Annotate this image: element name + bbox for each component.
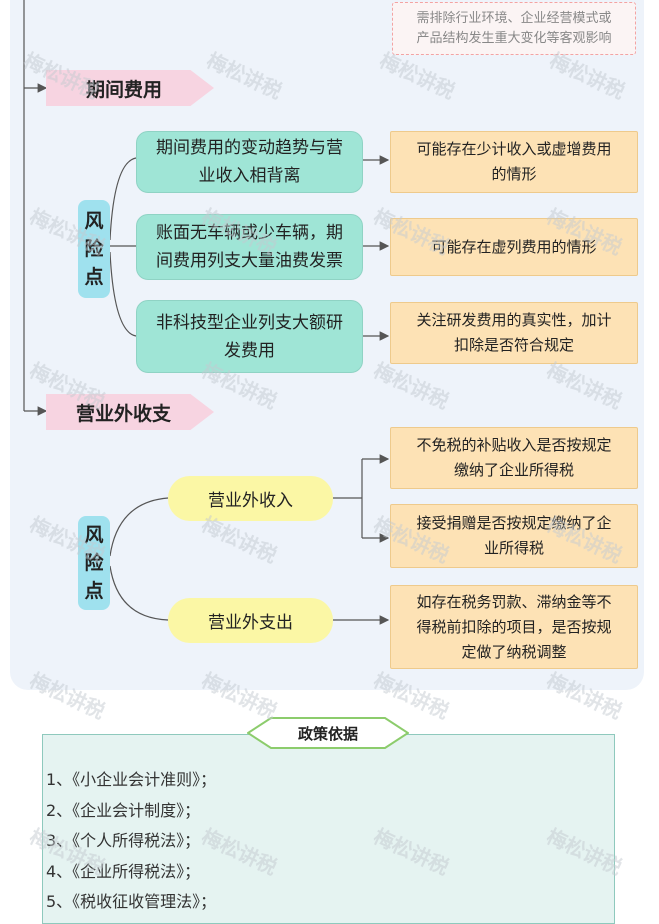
risk-note-line: 扣除是否符合规定: [453, 336, 574, 354]
policy-item: 5、《税收征收管理法》；: [46, 892, 217, 911]
section-header-non-operating: 营业外收支: [46, 394, 214, 430]
non-operating-expense-label: 营业外支出: [208, 613, 293, 633]
top-note-line2: 产品结构发生重大变化等客观影响: [416, 30, 612, 46]
policy-item: 1、《小企业会计准则》；: [46, 770, 217, 789]
risk-item-line: 间费用列支大量油费发票: [156, 251, 343, 271]
risk-label-char: 点: [84, 580, 104, 602]
risk-item: 期间费用的变动趋势与营 业收入相背离: [136, 131, 363, 193]
non-operating-expense: 营业外支出: [168, 598, 333, 643]
risk-item-line: 非科技型企业列支大额研: [156, 312, 343, 333]
income-note-line: 不免税的补贴收入是否按规定: [416, 436, 612, 454]
expense-note-line: 如存在税务罚款、滞纳金等不: [416, 592, 612, 611]
risk-label-char: 点: [84, 266, 104, 288]
policy-item: 2、《企业会计制度》；: [46, 800, 201, 820]
risk-item-line: 期间费用的变动趋势与营: [156, 138, 343, 158]
policy-list: 1、《小企业会计准则》； 2、《企业会计制度》； 3、《个人所得税法》； 4、《…: [46, 765, 216, 918]
section-header-period-expense: 期间费用: [46, 70, 214, 106]
section-header-label: 期间费用: [86, 78, 163, 101]
income-note-line: 缴纳了企业所得税: [453, 461, 574, 479]
risk-item-line: 发费用: [224, 340, 275, 361]
policy-item: 3、《个人所得税法》；: [46, 831, 201, 850]
risk-note-line: 关注研发费用的真实性，加计: [416, 311, 612, 329]
risk-item: 非科技型企业列支大额研 发费用: [136, 300, 363, 373]
income-note-line: 接受捐赠是否按规定缴纳了企: [416, 514, 612, 532]
risk-item: 账面无车辆或少车辆，期 间费用列支大量油费发票: [136, 214, 363, 280]
policy-title: 政策依据: [297, 724, 358, 743]
section-header-label: 营业外收支: [76, 402, 172, 425]
risk-note: 关注研发费用的真实性，加计 扣除是否符合规定: [390, 302, 638, 364]
risk-note-line: 可能存在虚列费用的情形: [431, 237, 597, 256]
risk-note: 可能存在少计收入或虚增费用 的情形: [390, 131, 638, 193]
risk-note: 可能存在虚列费用的情形: [390, 218, 638, 276]
expense-note-line: 定做了纳税调整: [461, 642, 567, 661]
expense-note-line: 得税前扣除的项目，是否按规: [416, 617, 612, 636]
risk-point-label: 风 险 点: [78, 200, 110, 298]
non-operating-income: 营业外收入: [168, 476, 333, 521]
risk-note-line: 的情形: [491, 165, 537, 183]
risk-label-char: 风: [84, 210, 104, 232]
income-note-line: 业所得税: [483, 539, 544, 557]
policy-title-badge: 政策依据: [247, 716, 409, 750]
risk-label-char: 险: [84, 552, 104, 574]
risk-point-label: 风 险 点: [78, 516, 110, 610]
top-note-line1: 需排除行业环境、企业经营模式或: [416, 10, 612, 26]
hexagon-badge-shape: [247, 717, 409, 749]
risk-label-char: 险: [84, 238, 104, 260]
risk-item-line: 账面无车辆或少车辆，期: [156, 223, 343, 243]
risk-note-line: 可能存在少计收入或虚增费用: [416, 140, 612, 158]
expense-note: 如存在税务罚款、滞纳金等不 得税前扣除的项目，是否按规 定做了纳税调整: [390, 585, 638, 669]
top-note: 需排除行业环境、企业经营模式或 产品结构发生重大变化等客观影响: [392, 2, 636, 55]
non-operating-income-label: 营业外收入: [208, 491, 293, 511]
income-note: 不免税的补贴收入是否按规定 缴纳了企业所得税: [390, 427, 638, 489]
policy-item: 4、《企业所得税法》；: [46, 861, 201, 881]
income-note: 接受捐赠是否按规定缴纳了企 业所得税: [390, 504, 638, 568]
risk-label-char: 风: [84, 524, 104, 546]
risk-item-line: 业收入相背离: [198, 166, 301, 186]
